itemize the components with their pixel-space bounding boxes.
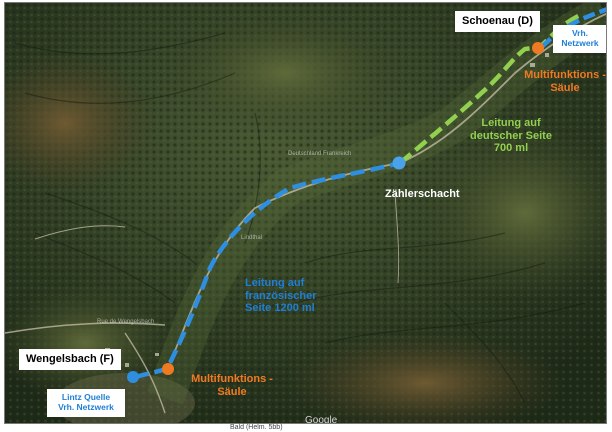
street-label: Deutschland Frankreich	[288, 151, 352, 157]
multifunction-bottom-label: Multifunktions -Säule	[191, 373, 273, 398]
field-patch	[5, 53, 155, 193]
multifunction-marker-top[interactable]	[532, 42, 544, 54]
field-patch	[285, 333, 565, 423]
lintz-source-marker[interactable]	[127, 371, 139, 383]
satellite-map[interactable]: Deutschland Frankreich Lindthal Rue de W…	[4, 2, 607, 424]
caption: Bald (Helm. 5bb)	[230, 424, 283, 431]
hill-patch	[165, 13, 405, 133]
multifunction-top-label: Multifunktions -Säule	[524, 69, 606, 94]
leitung-deutsch-label: Leitung auf deutscher Seite 700 ml	[470, 117, 552, 155]
multifunction-marker-bottom[interactable]	[162, 363, 174, 375]
route-existing-network	[540, 7, 606, 49]
meter-shaft-marker[interactable]	[392, 156, 406, 170]
schoenau-label: Schoenau (D)	[455, 11, 540, 32]
hill-patch	[415, 123, 606, 303]
route-french-side	[134, 160, 401, 380]
google-attribution: Google	[305, 415, 338, 424]
zaehlerschacht-label: Zählerschacht	[385, 188, 460, 200]
wengelsbach-label: Wengelsbach (F)	[19, 349, 121, 370]
vrh-netzwerk-top-label: Vrh. Netzwerk	[553, 25, 606, 53]
map-layer	[5, 3, 606, 423]
lintz-quelle-label: Lintz Quelle Vrh. Netzwerk	[47, 389, 125, 417]
contours	[14, 32, 586, 404]
street-label: Lindthal	[241, 235, 263, 241]
street-label: Rue de Wengelsbach	[97, 319, 155, 325]
leitung-franz-label: Leitung auf französischer Seite 1200 ml	[245, 277, 317, 315]
